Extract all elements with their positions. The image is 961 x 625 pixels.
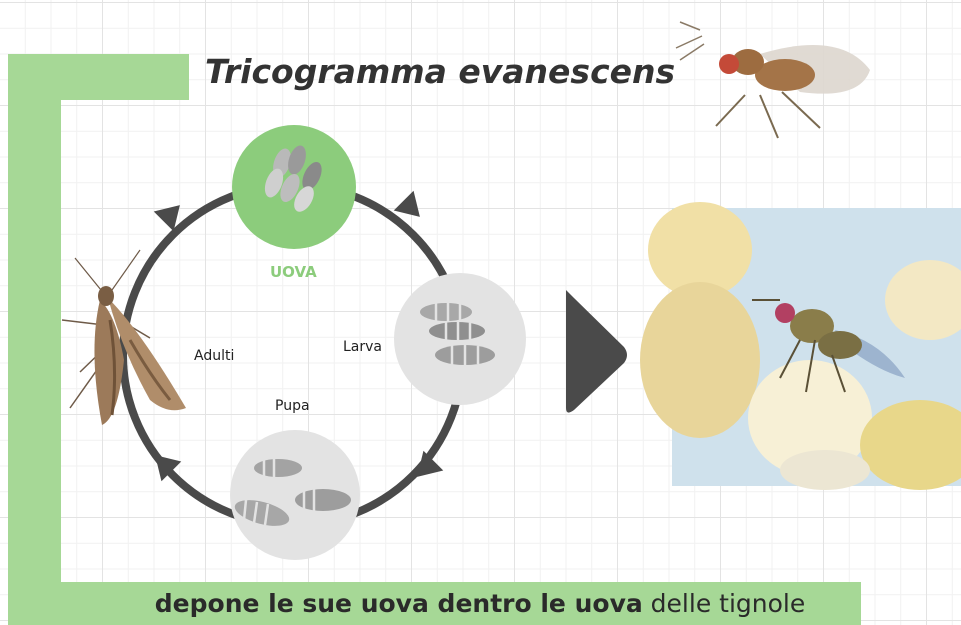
moth-illustration xyxy=(61,249,186,425)
pupa-icon xyxy=(234,459,351,526)
caption: depone le sue uova dentro le uova delle … xyxy=(100,589,860,618)
cycle-arrow xyxy=(417,450,444,477)
wasp-on-eggs-photo xyxy=(640,202,961,490)
cycle-arrow xyxy=(153,205,180,232)
cycle-arrow xyxy=(155,455,182,482)
caption-bold: depone le sue uova dentro le uova xyxy=(154,589,643,618)
pupa-stage-label: Pupa xyxy=(275,398,310,414)
wasp-photo xyxy=(675,21,870,139)
eggs-stage-label: UOVA xyxy=(270,263,317,281)
play-arrow-icon xyxy=(566,290,627,413)
egg-cluster-icon xyxy=(264,145,322,212)
adults-stage-label: Adulti xyxy=(194,348,235,364)
larva-icon xyxy=(420,303,495,365)
caption-rest: delle tignole xyxy=(642,589,806,618)
larva-stage-label: Larva xyxy=(343,339,382,355)
cycle-arrow xyxy=(393,190,420,217)
page-title: Tricogramma evanescens xyxy=(205,52,676,91)
